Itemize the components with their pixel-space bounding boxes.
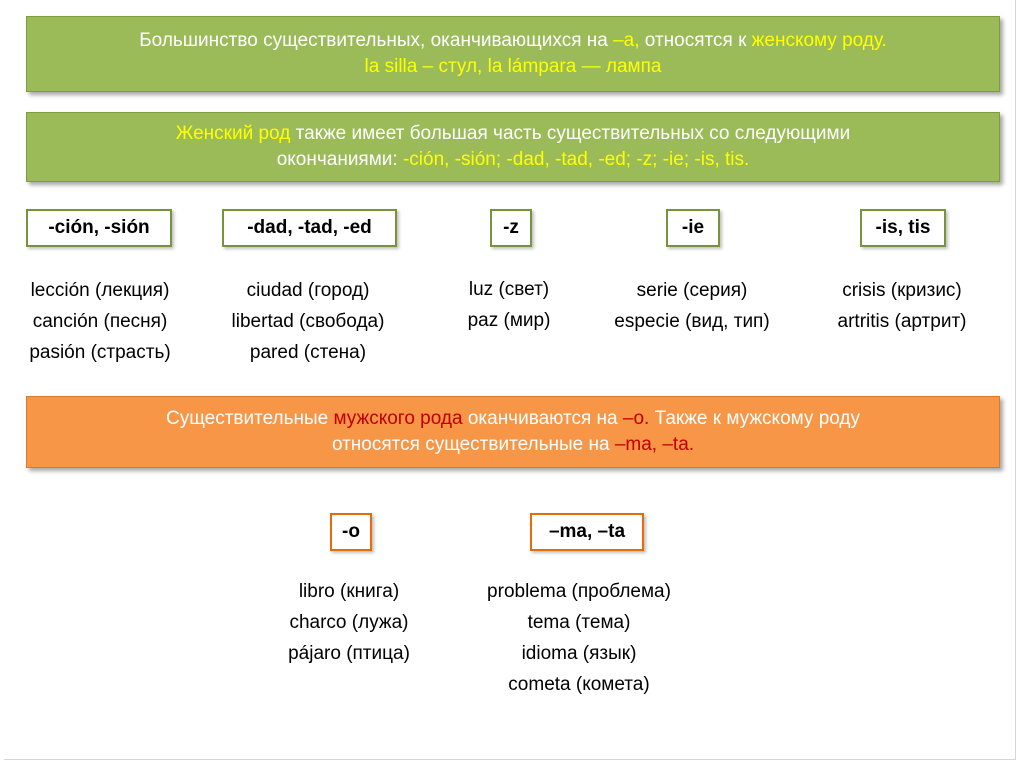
list-item: serie (серия) xyxy=(636,280,748,301)
ending-tag-ma-ta: –ma, –ta xyxy=(530,513,644,551)
masculine-rule-banner: Существительные мужского рода оканчивают… xyxy=(26,396,1000,468)
list-item: pájaro (птица) xyxy=(288,643,410,664)
list-item: especie (вид, тип) xyxy=(614,311,770,332)
list-item: libro (книга) xyxy=(298,581,400,602)
list-item: cometa (комета) xyxy=(508,674,650,695)
ending-tag-cion: -ción, -sión xyxy=(26,209,172,247)
feminine-endings-banner: Женский род также имеет большая часть су… xyxy=(26,112,1000,182)
word-list-o: libro (книга) charco (лужа) pájaro (птиц… xyxy=(264,576,434,669)
banner-line: окончаниями: -ción, -sión; -dad, -tad, -… xyxy=(276,149,750,170)
slide: Большинство существительных, оканчивающи… xyxy=(4,0,1016,760)
feminine-rule-banner: Большинство существительных, оканчивающи… xyxy=(26,16,1000,92)
list-item: paz (мир) xyxy=(467,310,551,331)
ending-tag-dad: -dad, -tad, -ed xyxy=(222,209,397,247)
banner-line: Женский род также имеет большая часть су… xyxy=(175,123,851,144)
banner-line: относятся существительные на –ma, –ta. xyxy=(331,434,695,455)
ending-tag-is: -is, tis xyxy=(860,209,946,247)
list-item: artritis (артрит) xyxy=(837,311,967,332)
ending-tag-z: -z xyxy=(490,209,532,247)
list-item: pared (стена) xyxy=(249,342,367,363)
list-item: libertad (свобода) xyxy=(231,311,385,332)
list-item: ciudad (город) xyxy=(246,280,370,301)
word-list-is: crisis (кризис) artritis (артрит) xyxy=(812,275,992,337)
list-item: luz (свет) xyxy=(468,279,550,300)
list-item: tema (тема) xyxy=(527,612,631,633)
banner-line: Большинство существительных, оканчивающи… xyxy=(139,30,887,51)
word-list-ie: serie (серия) especie (вид, тип) xyxy=(592,275,792,337)
banner-line: Существительные мужского рода оканчивают… xyxy=(165,408,861,429)
word-list-dad: ciudad (город) libertad (свобода) pared … xyxy=(208,275,408,368)
ending-tag-o: -o xyxy=(330,513,372,551)
word-list-ma-ta: problema (проблема) tema (тема) idioma (… xyxy=(466,576,692,700)
word-list-cion: lección (лекция) canción (песня) pasión … xyxy=(8,275,192,368)
list-item: crisis (кризис) xyxy=(842,280,962,301)
list-item: lección (лекция) xyxy=(30,280,170,301)
list-item: pasión (страсть) xyxy=(29,342,171,363)
banner-example-line: la silla – стул, la lámpara — лампа xyxy=(364,56,662,77)
list-item: charco (лужа) xyxy=(289,612,409,633)
list-item: canción (песня) xyxy=(32,311,168,332)
list-item: problema (проблема) xyxy=(487,581,671,602)
ending-tag-ie: -ie xyxy=(666,209,720,247)
list-item: idioma (язык) xyxy=(521,643,637,664)
word-list-z: luz (свет) paz (мир) xyxy=(444,274,574,336)
